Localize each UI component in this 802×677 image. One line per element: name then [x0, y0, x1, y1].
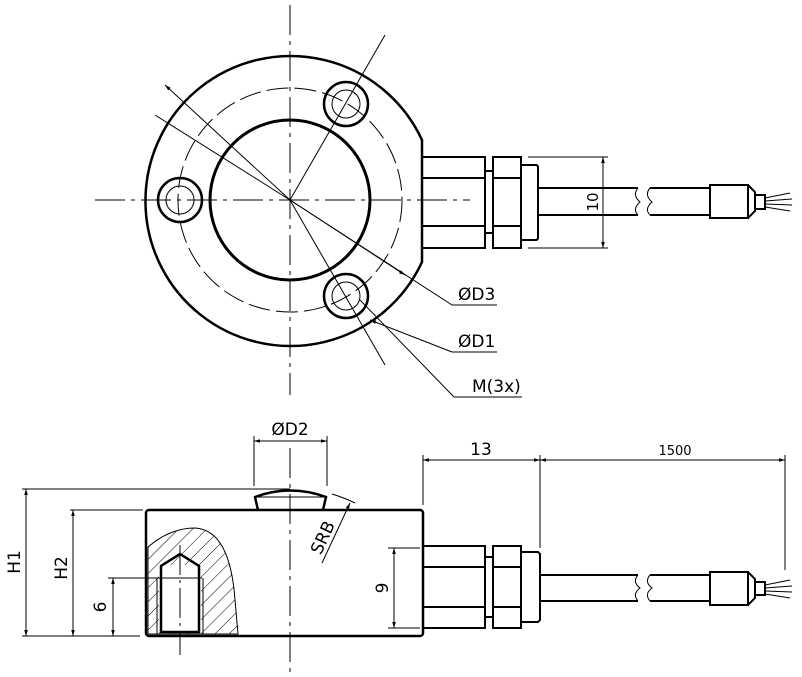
- top-view: [95, 5, 793, 398]
- label-h1: H1: [5, 550, 25, 574]
- label-connector-height: 9: [373, 583, 393, 594]
- label-d3: ØD3: [458, 285, 495, 305]
- label-connector-length: 13: [470, 440, 492, 460]
- cable-connector: [421, 156, 793, 249]
- flange-outline: [144, 54, 424, 348]
- bolt-hole: [322, 80, 370, 128]
- bolt-hole: [322, 272, 370, 320]
- side-connector: [422, 545, 793, 629]
- label-d2: ØD2: [271, 420, 308, 440]
- label-h2: H2: [52, 556, 72, 580]
- label-cable-diameter: 10: [584, 192, 602, 211]
- label-cable-length: 1500: [658, 444, 691, 459]
- bolt-hole: [156, 176, 204, 224]
- label-m3x: M(3x): [472, 377, 521, 397]
- bolt-circle: [177, 87, 403, 313]
- label-d1: ØD1: [458, 332, 495, 352]
- label-thread-depth: 6: [91, 602, 111, 613]
- threaded-hole: [159, 552, 201, 634]
- side-view: [22, 436, 793, 672]
- label-srb: SRB: [307, 518, 340, 558]
- center-bore: [208, 118, 372, 282]
